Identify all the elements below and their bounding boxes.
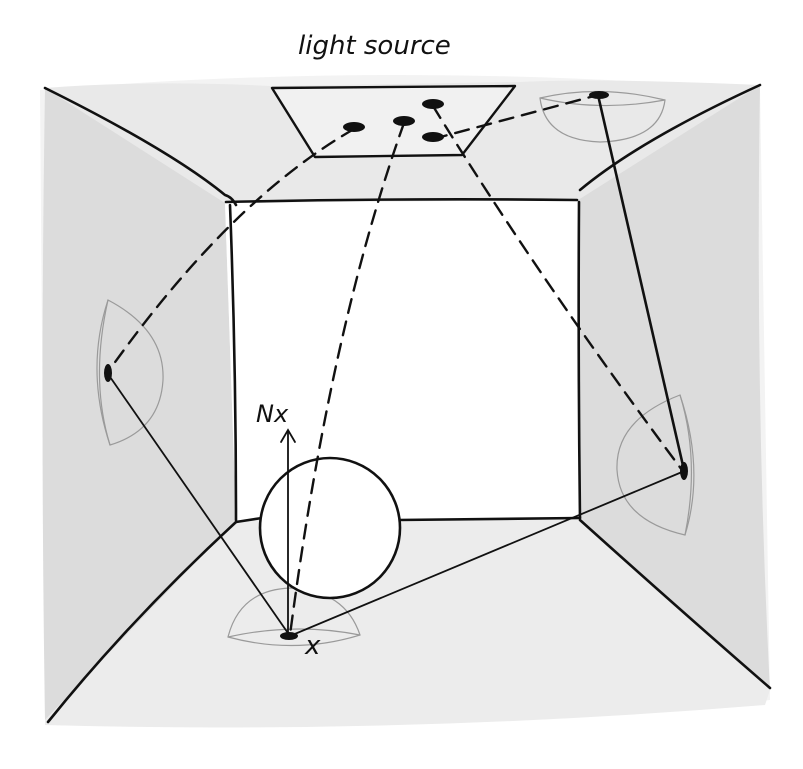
hemisphere-right-wall bbox=[616, 394, 695, 536]
hemisphere-floor bbox=[227, 587, 361, 647]
back-wall-top-edge bbox=[224, 198, 579, 204]
bounce-left-wall-to-x bbox=[107, 373, 291, 637]
light-spot-2 bbox=[393, 116, 415, 126]
light-spot-3 bbox=[422, 99, 444, 109]
light-source-label: light source bbox=[298, 31, 451, 61]
floor-left-edge bbox=[46, 520, 238, 724]
surface-point-ceiling bbox=[589, 91, 609, 99]
back-wall bbox=[225, 200, 580, 520]
light-path-ceiling-patch bbox=[431, 93, 600, 141]
left-wall bbox=[42, 88, 236, 720]
hemisphere-left-wall bbox=[96, 299, 164, 446]
light-path-right-wall bbox=[431, 104, 684, 472]
left-wall-outer-curve bbox=[43, 86, 238, 207]
right-wall bbox=[578, 85, 770, 690]
normal-arrow-head bbox=[280, 428, 296, 443]
point-x-label: x bbox=[304, 631, 321, 661]
light-spot-1 bbox=[343, 122, 365, 132]
floor bbox=[45, 518, 770, 728]
light-spot-4 bbox=[422, 132, 444, 142]
surface-point-right-wall bbox=[680, 462, 688, 480]
sphere-object bbox=[258, 456, 402, 600]
light-path-floor bbox=[288, 121, 406, 637]
right-wall-outer-curve bbox=[578, 83, 762, 192]
floor-right-edge bbox=[578, 518, 772, 690]
back-wall-left-edge bbox=[228, 203, 238, 522]
normal-label: Nx bbox=[256, 400, 289, 428]
surface-point-x bbox=[280, 632, 298, 640]
bounce-ceiling-to-right-wall bbox=[596, 93, 686, 472]
bounce-right-wall-to-x bbox=[289, 471, 683, 637]
surface-point-left-wall bbox=[104, 364, 112, 382]
back-wall-bottom-edge bbox=[396, 516, 582, 522]
back-wall-bottom-edge-left bbox=[234, 516, 264, 524]
back-wall-right-edge bbox=[577, 200, 582, 520]
